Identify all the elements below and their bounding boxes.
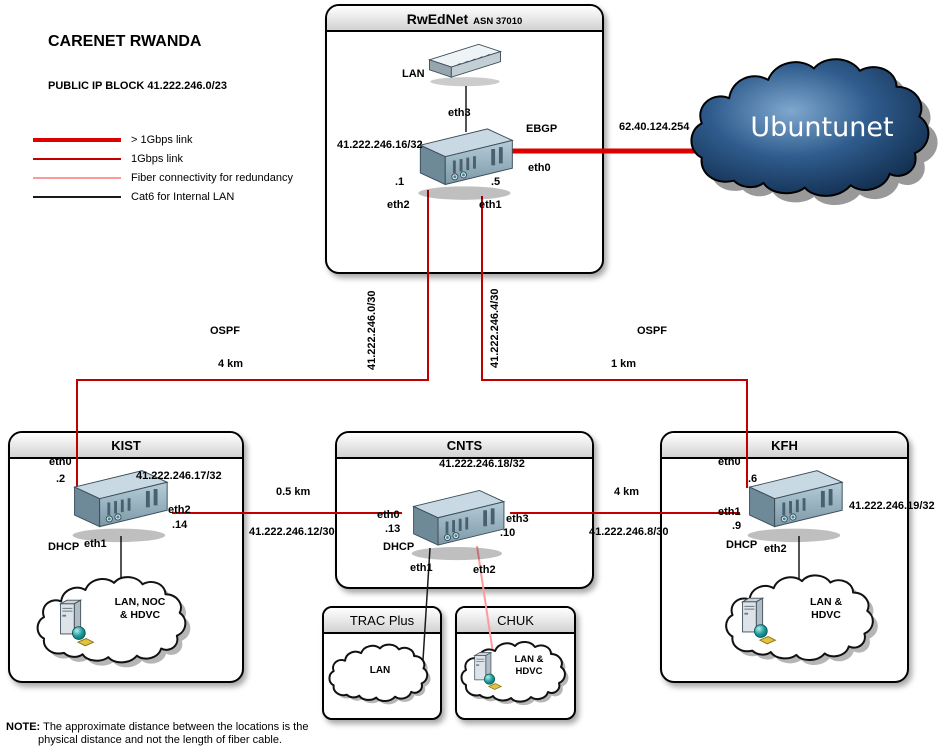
rwednet-ebgp-label: EBGP — [526, 123, 558, 135]
chuk-cloud-line2: HDVC — [515, 666, 543, 677]
kfh-ip-dot6-label: .6 — [748, 473, 758, 485]
chuk-header: CHUK — [457, 608, 574, 634]
chuk-cloud-line1: LAN & — [514, 654, 544, 665]
cnts-dhcp-label: DHCP — [383, 541, 415, 553]
rwednet-ip-dot5-label: .5 — [491, 176, 501, 188]
kfh-cloud-line2: HDVC — [811, 609, 841, 621]
ospf-kist-label: OSPF — [210, 325, 240, 337]
subnet-cnts-kfh-label: 41.222.246.8/30 — [589, 526, 669, 538]
footnote: NOTE: The approximate distance between t… — [6, 721, 308, 747]
rwednet-lan-label: LAN — [402, 68, 425, 80]
cnts-loopback-label: 41.222.246.18/32 — [439, 458, 525, 470]
distance-cnts-kfh-label: 4 km — [614, 486, 640, 498]
rwednet-name: RwEdNet — [406, 11, 469, 27]
kist-ip-dot2-label: .2 — [56, 473, 66, 485]
legend-label: 1Gbps link — [131, 152, 183, 165]
kist-cloud-line2: & HDVC — [119, 609, 161, 621]
legend-swatch-cat6 — [33, 195, 121, 198]
kfh-dhcp-label: DHCP — [726, 539, 758, 551]
kfh-ip-dot9-label: .9 — [732, 520, 742, 532]
kfh-eth0-label: eth0 — [718, 456, 741, 468]
distance-kist-cnts-label: 0.5 km — [276, 486, 311, 498]
kist-name: KIST — [111, 438, 141, 453]
legend-label: Fiber connectivity for redundancy — [131, 171, 294, 184]
footnote-text1: The approximate distance between the loc… — [43, 721, 309, 733]
legend-row-fiber-redundancy: Fiber connectivity for redundancy — [33, 168, 293, 187]
rwednet-loopback-label: 41.222.246.16/32 — [337, 139, 423, 151]
chuk-name: CHUK — [497, 613, 534, 628]
legend-label: > 1Gbps link — [131, 133, 193, 146]
rwednet-asn: ASN 37010 — [473, 16, 523, 27]
lan-switch-icon — [424, 36, 506, 90]
distance-rwednet-kfh-label: 1 km — [611, 358, 637, 370]
rwednet-eth0-label: eth0 — [528, 162, 551, 174]
kfh-cloud-label: LAN & HDVC — [778, 596, 874, 622]
kfh-cloud-line1: LAN & — [809, 596, 843, 608]
trac-plus-name: TRAC Plus — [349, 613, 415, 628]
legend-swatch-fiber-redundancy — [33, 176, 121, 179]
kist-dhcp-label: DHCP — [48, 541, 80, 553]
cnts-eth2-label: eth2 — [473, 564, 496, 576]
kfh-eth2-label: eth2 — [764, 543, 787, 555]
kfh-server-icon — [738, 596, 780, 646]
kfh-eth1-label: eth1 — [718, 506, 741, 518]
kist-eth2-label: eth2 — [168, 504, 191, 516]
kist-loopback-label: 41.222.246.17/32 — [136, 470, 222, 482]
kfh-loopback-label: 41.222.246.19/32 — [849, 500, 935, 512]
legend-label: Cat6 for Internal LAN — [131, 190, 235, 203]
ospf-kfh-label: OSPF — [637, 325, 667, 337]
rwednet-eth3-label: eth3 — [448, 107, 471, 119]
legend-swatch-gt1gbps — [33, 137, 121, 142]
cnts-eth3-label: eth3 — [506, 513, 529, 525]
trac-plus-header: TRAC Plus — [324, 608, 440, 634]
legend-row-gt1gbps: > 1Gbps link — [33, 130, 293, 149]
rwednet-router-icon — [405, 120, 520, 202]
legend: > 1Gbps link 1Gbps link Fiber connectivi… — [33, 130, 293, 206]
rwednet-eth2-label: eth2 — [387, 199, 410, 211]
ubuntunet-label: Ubuntunet — [750, 112, 894, 143]
ubuntunet-peer-ip-label: 62.40.124.254 — [619, 121, 690, 133]
kfh-header: KFH — [662, 433, 907, 459]
kist-cloud-label: LAN, NOC & HDVC — [92, 596, 188, 622]
footnote-text2: physical distance and not the length of … — [38, 734, 282, 746]
rwednet-header: RwEdNet ASN 37010 — [327, 6, 602, 32]
kist-cloud-line1: LAN, NOC — [114, 596, 166, 608]
kist-eth0-label: eth0 — [49, 456, 72, 468]
trac-plus-cloud-label: LAN — [369, 665, 391, 676]
subnet-rwednet-kist-label: 41.222.246.0/30 — [366, 290, 378, 370]
chuk-cloud-label: LAN & HDVC — [498, 654, 560, 678]
kist-header: KIST — [10, 433, 242, 459]
cnts-eth1-label: eth1 — [410, 562, 433, 574]
subnet-kist-cnts-label: 41.222.246.12/30 — [249, 526, 335, 538]
kist-eth1-label: eth1 — [84, 538, 107, 550]
cnts-name: CNTS — [446, 438, 483, 453]
distance-rwednet-kist-label: 4 km — [218, 358, 244, 370]
footnote-line1: NOTE: The approximate distance between t… — [6, 721, 308, 734]
subnet-rwednet-kfh-label: 41.222.246.4/30 — [489, 288, 501, 368]
cnts-ip-dot13-label: .13 — [385, 523, 401, 535]
kist-ip-dot14-label: .14 — [172, 519, 188, 531]
legend-row-1gbps: 1Gbps link — [33, 149, 293, 168]
ip-block-label: PUBLIC IP BLOCK 41.222.246.0/23 — [48, 80, 227, 92]
rwednet-eth1-label: eth1 — [479, 199, 502, 211]
cnts-ip-dot10-label: .10 — [500, 527, 516, 539]
legend-swatch-1gbps — [33, 157, 121, 160]
rwednet-ip-dot1-label: .1 — [395, 176, 405, 188]
cnts-eth0-label: eth0 — [377, 509, 400, 521]
diagram-title: CARENET RWANDA — [48, 33, 202, 50]
kfh-name: KFH — [771, 438, 798, 453]
cnts-header: CNTS — [337, 433, 592, 459]
legend-row-cat6: Cat6 for Internal LAN — [33, 187, 293, 206]
footnote-label: NOTE: — [6, 721, 41, 733]
